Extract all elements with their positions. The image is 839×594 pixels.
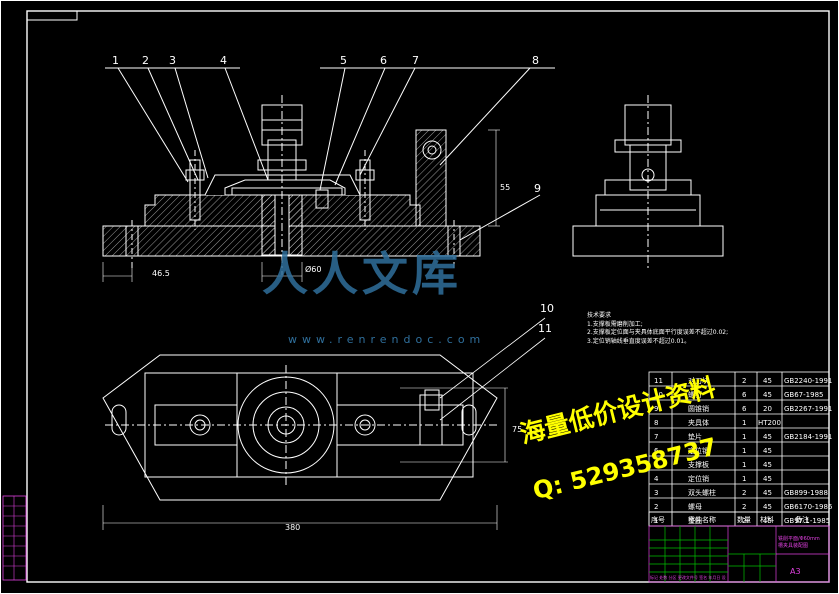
row-8-qty: 1 xyxy=(742,419,746,427)
row-5-qty: 1 xyxy=(742,461,746,469)
dim-front-height: 55 xyxy=(500,183,510,192)
row-6-name: 定位销 xyxy=(688,446,709,455)
row-11-no: 11 xyxy=(654,377,663,385)
row-9-note: GB2267-1991 xyxy=(784,405,832,413)
inner-border xyxy=(26,10,830,583)
callout-2: 2 xyxy=(142,54,149,67)
row-11-name: 对刀块 xyxy=(688,376,709,385)
row-4-name: 定位销 xyxy=(688,474,709,483)
dim-front-left: 46.5 xyxy=(152,269,170,278)
row-10-no: 10 xyxy=(654,391,663,399)
row-6-qty: 1 xyxy=(742,447,746,455)
parts-table-rows: 11 对刀块 2 45 GB2240-1991 10 螺钉 6 45 GB67-… xyxy=(654,376,833,525)
row-10-name: 螺钉 xyxy=(688,390,702,399)
title-block xyxy=(648,525,830,583)
dim-plan-width: 380 xyxy=(285,523,300,532)
row-11-mat: 45 xyxy=(763,377,772,385)
row-10-qty: 6 xyxy=(742,391,747,399)
row-3-qty: 2 xyxy=(742,489,746,497)
row-4-mat: 45 xyxy=(763,475,772,483)
row-6-no: 6 xyxy=(654,447,659,455)
row-9-no: 9 xyxy=(654,405,658,413)
row-8-name: 夹具体 xyxy=(688,418,709,427)
binding-strip xyxy=(2,495,27,581)
header-qty: 数量 xyxy=(737,515,751,524)
row-7-no: 7 xyxy=(654,433,658,441)
callout-9: 9 xyxy=(534,182,541,195)
row-9-mat: 20 xyxy=(763,405,772,413)
row-11-note: GB2240-1991 xyxy=(784,377,832,385)
row-5-name: 支撑板 xyxy=(688,460,709,469)
row-2-name: 螺母 xyxy=(688,502,702,511)
parts-table-header: 序号 零件名称 数量 材料 备注 xyxy=(648,511,830,527)
row-1-name: 垫圈 xyxy=(688,516,702,525)
row-2-mat: 45 xyxy=(763,503,772,511)
dimension-texts: 46.5 Ø60 55 380 75 xyxy=(152,183,522,532)
callout-10: 10 xyxy=(540,302,554,315)
plan-view xyxy=(102,317,546,530)
row-11-qty: 2 xyxy=(742,377,746,385)
tech-item-3: 3.定位销轴线垂直度误差不超过0.01。 xyxy=(587,337,691,345)
row-6-mat: 45 xyxy=(763,447,772,455)
row-8-no: 8 xyxy=(654,419,658,427)
row-2-note: GB6170-1986 xyxy=(784,503,833,511)
row-4-no: 4 xyxy=(654,475,659,483)
dim-front-mid: Ø60 xyxy=(305,264,321,274)
tech-item-1: 1.支撑板需磨削加工; xyxy=(587,320,643,328)
row-9-name: 圆锥销 xyxy=(688,404,709,413)
callout-11: 11 xyxy=(538,322,552,335)
row-9-qty: 6 xyxy=(742,405,747,413)
header-no: 序号 xyxy=(651,515,665,524)
row-3-note: GB899-1988 xyxy=(784,489,828,497)
row-4-qty: 1 xyxy=(742,475,746,483)
callout-8: 8 xyxy=(532,54,539,67)
callout-1: 1 xyxy=(112,54,119,67)
drawing-name-line2: 槽夹具装配图 xyxy=(778,542,808,549)
row-10-mat: 45 xyxy=(763,391,772,399)
row-5-no: 5 xyxy=(654,461,658,469)
callout-6: 6 xyxy=(380,54,387,67)
row-7-mat: 45 xyxy=(763,433,772,441)
drawing-name-line1: 铣削平面/Φ60mm xyxy=(778,535,820,542)
row-5-mat: 45 xyxy=(763,461,772,469)
callout-numbers: 1 2 3 4 5 6 7 8 9 10 11 xyxy=(112,54,554,335)
row-7-note: GB2184-1991 xyxy=(784,433,832,441)
callout-7: 7 xyxy=(412,54,419,67)
corner-box xyxy=(26,10,78,21)
row-10-note: GB67-1985 xyxy=(784,391,823,399)
row-1-no: 1 xyxy=(654,517,658,525)
header-note: 备注 xyxy=(795,515,809,524)
dim-plan-height: 75 xyxy=(512,425,522,434)
row-1-note: GB97.1-1985 xyxy=(784,517,830,525)
watermark-url: www.renrendoc.com xyxy=(288,333,486,346)
header-name: 零件名称 xyxy=(688,515,716,524)
header-mat: 材料 xyxy=(760,515,774,524)
row-3-no: 3 xyxy=(654,489,658,497)
title-grid-text: 标记 处数 分区 更改文件号 签名 年月日 设计 标准化 审核 工艺 批准 xyxy=(650,575,726,580)
callout-5: 5 xyxy=(340,54,347,67)
side-view xyxy=(572,95,724,270)
row-2-no: 2 xyxy=(654,503,658,511)
row-7-qty: 1 xyxy=(742,433,746,441)
drawing-scale: A3 xyxy=(790,567,801,576)
tech-title: 技术要求 xyxy=(587,312,612,319)
callout-3: 3 xyxy=(169,54,176,67)
row-1-mat: 45 xyxy=(763,517,772,525)
title-block-text: 铣削平面/Φ60mm 槽夹具装配图 A3 xyxy=(778,535,820,576)
row-7-name: 垫片 xyxy=(688,432,702,441)
callout-4: 4 xyxy=(220,54,227,67)
row-2-qty: 2 xyxy=(742,503,746,511)
row-3-mat: 45 xyxy=(763,489,772,497)
watermark-logo: 人人文库 xyxy=(262,247,462,301)
tech-item-2: 2.支撑板定位面与夹具体底面平行度误差不超过0.02; xyxy=(587,329,729,336)
row-1-qty: 2 xyxy=(742,517,746,525)
row-3-name: 双头螺柱 xyxy=(688,488,716,497)
technical-requirements: 技术要求 1.支撑板需磨削加工; 2.支撑板定位面与夹具体底面平行度误差不超过0… xyxy=(587,312,728,346)
front-view xyxy=(102,67,555,282)
row-8-mat: HT200 xyxy=(758,419,781,427)
